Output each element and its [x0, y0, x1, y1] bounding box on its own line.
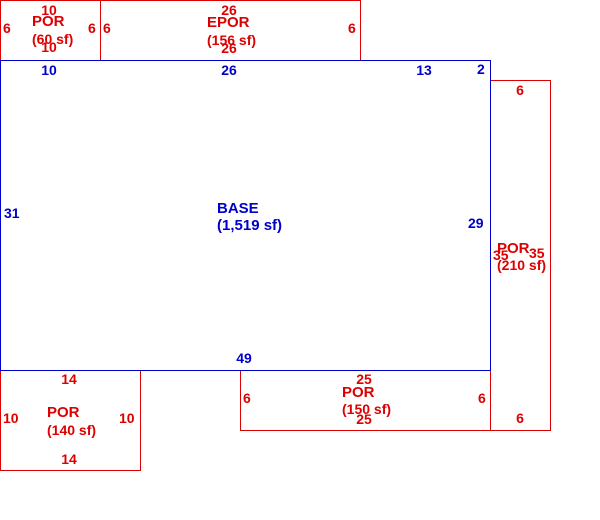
por-bottom-left-area: (140 sf)	[47, 422, 96, 438]
dim-bottom: 26	[221, 40, 237, 56]
dim-left: 31	[4, 205, 20, 221]
dim-bottom: 6	[516, 410, 524, 426]
base-area: (1,519 sf)	[217, 217, 282, 234]
dim-bottom: 10	[41, 39, 57, 55]
epor-top-area: (156 sf)	[207, 32, 256, 48]
dim-left: 10	[3, 410, 19, 426]
dim-top: 6	[516, 82, 524, 98]
dim-top: 10	[41, 2, 57, 18]
dim-right: 6	[88, 20, 96, 36]
dim-top: 25	[356, 371, 372, 387]
por-top-left-label: POR	[32, 13, 65, 30]
por-right-area: (210 sf)	[497, 257, 546, 273]
area-por-right: 6 6 35 35 POR (210 sf)	[490, 80, 551, 431]
dim-bottom: 49	[236, 350, 252, 366]
dim-right: 6	[478, 390, 486, 406]
dim-left: 35	[493, 247, 509, 263]
por-bottom-right-label: POR	[342, 384, 375, 401]
dim-bottom: 14	[61, 451, 77, 467]
dim-top-middle: 26	[221, 62, 237, 78]
por-bottom-left-label: POR	[47, 404, 80, 421]
area-por-top-left: POR (60 sf) 10 10 6 6	[0, 0, 101, 61]
dim-bottom: 25	[356, 411, 372, 427]
base-label: BASE	[217, 200, 259, 217]
por-right-label: POR	[497, 240, 530, 257]
base-outline	[0, 60, 491, 371]
dim-top-right: 13	[416, 62, 432, 78]
dim-left: 6	[103, 20, 111, 36]
por-bottom-right-area: (150 sf)	[342, 401, 391, 417]
epor-top-label: EPOR	[207, 14, 250, 31]
dim-left: 6	[243, 390, 251, 406]
dim-right: 6	[348, 20, 356, 36]
dim-top: 26	[221, 2, 237, 18]
area-base: BASE (1,519 sf) 10 26 13 2 31 29 49	[0, 60, 491, 371]
dim-right: 10	[119, 410, 135, 426]
dim-right: 35	[529, 245, 545, 261]
dim-top-left: 10	[41, 62, 57, 78]
area-por-bottom-left: POR (140 sf) 14 14 10 10	[0, 370, 141, 471]
por-top-left-area: (60 sf)	[32, 31, 73, 47]
dim-right: 29	[468, 215, 484, 231]
dim-left: 6	[3, 20, 11, 36]
dim-top: 14	[61, 371, 77, 387]
dim-top-corner: 2	[477, 61, 485, 77]
